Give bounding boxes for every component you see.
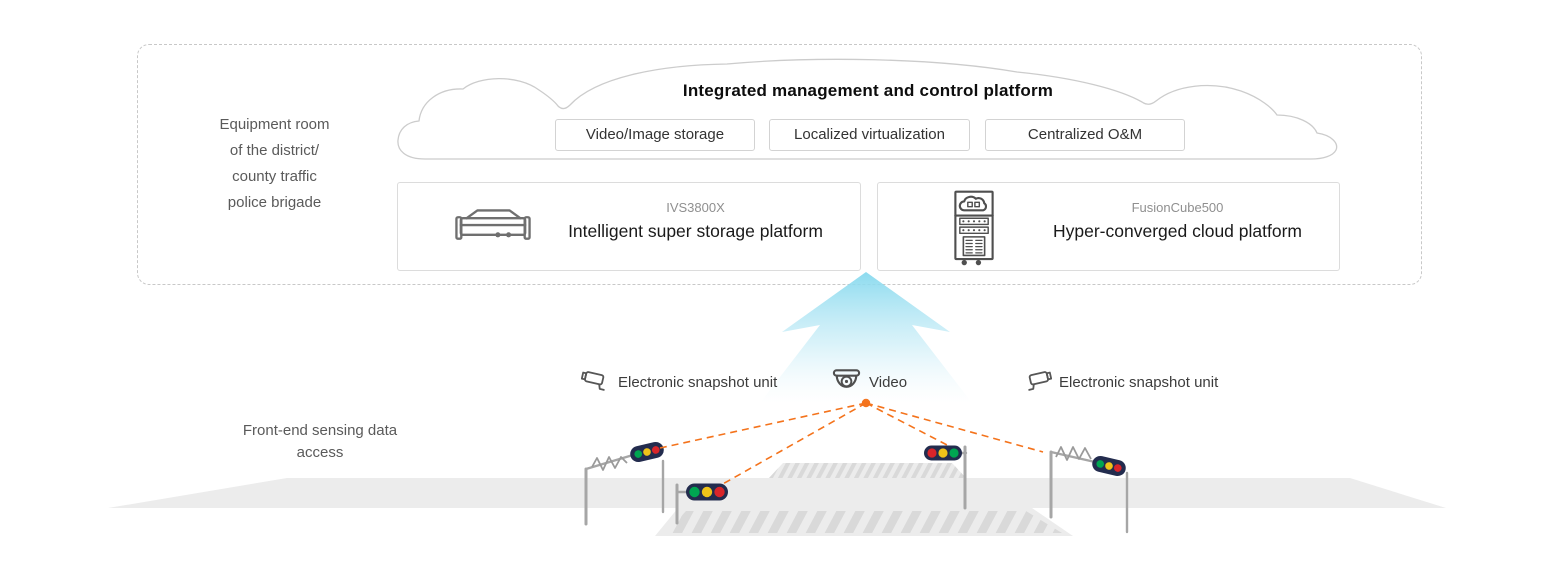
platform-card-cloud: FusionCube500 Hyper-converged cloud plat… xyxy=(877,182,1340,271)
capability-box-centralized-om: Centralized O&M xyxy=(985,119,1185,151)
equipment-room-label-line: of the district/ xyxy=(229,142,320,159)
traffic-light-right-mounted xyxy=(1092,455,1126,477)
capability-box-localized-virtualization: Localized virtualization xyxy=(769,119,970,151)
upload-arrow xyxy=(760,272,972,403)
platform-name: Hyper-converged cloud platform xyxy=(1052,221,1302,241)
radar-zigzag-right xyxy=(1055,446,1092,461)
sensor-label: Electronic snapshot unit xyxy=(1059,374,1219,391)
equipment-room-container xyxy=(137,44,1422,285)
traffic-light-left-mounted xyxy=(630,441,664,463)
platform-model: FusionCube500 xyxy=(1131,200,1224,215)
equipment-room-label-line: county traffic xyxy=(232,168,317,185)
signal-poles xyxy=(584,445,1129,534)
equipment-room-label: Equipment room of the district/ county t… xyxy=(172,112,377,216)
platform-card-storage-text: IVS3800X Intelligent super storage platf… xyxy=(543,199,848,246)
crosswalk-far xyxy=(769,463,966,478)
front-end-label-line: Front-end sensing data xyxy=(242,422,398,439)
storage-array-icon xyxy=(454,206,532,253)
radar-zigzag-left xyxy=(591,456,628,471)
snapshot-camera-right-icon xyxy=(1022,367,1053,398)
traffic-light-near-left xyxy=(686,483,728,501)
server-tower-icon xyxy=(948,189,1000,272)
traffic-light-center-right xyxy=(924,445,962,461)
sensor-item-snapshot-left: Electronic snapshot unit xyxy=(580,367,778,398)
road xyxy=(108,478,1446,508)
crosswalk-near xyxy=(655,508,1073,536)
data-link-lines xyxy=(659,402,1044,486)
equipment-room-label-line: Equipment room xyxy=(219,116,330,133)
equipment-room-label-line: police brigade xyxy=(227,194,322,211)
capability-box-video-image-storage: Video/Image storage xyxy=(555,119,755,151)
snapshot-camera-left-icon xyxy=(580,367,611,398)
platform-card-storage: IVS3800X Intelligent super storage platf… xyxy=(397,182,861,271)
platform-card-cloud-text: FusionCube500 Hyper-converged cloud plat… xyxy=(1028,199,1327,246)
front-end-label-line: access xyxy=(296,444,344,461)
platform-name: Intelligent super storage platform xyxy=(568,221,823,241)
sensor-item-snapshot-right: Electronic snapshot unit xyxy=(1022,367,1218,398)
sensor-item-video: Video xyxy=(831,366,907,398)
road-scene xyxy=(108,398,1446,536)
platform-model: IVS3800X xyxy=(666,200,725,215)
dome-camera-icon xyxy=(831,366,862,398)
sensor-label: Video xyxy=(869,373,908,391)
front-end-label: Front-end sensing data access xyxy=(208,420,432,464)
sensor-label: Electronic snapshot unit xyxy=(618,374,778,391)
cloud-platform-title: Integrated management and control platfo… xyxy=(682,81,1054,100)
